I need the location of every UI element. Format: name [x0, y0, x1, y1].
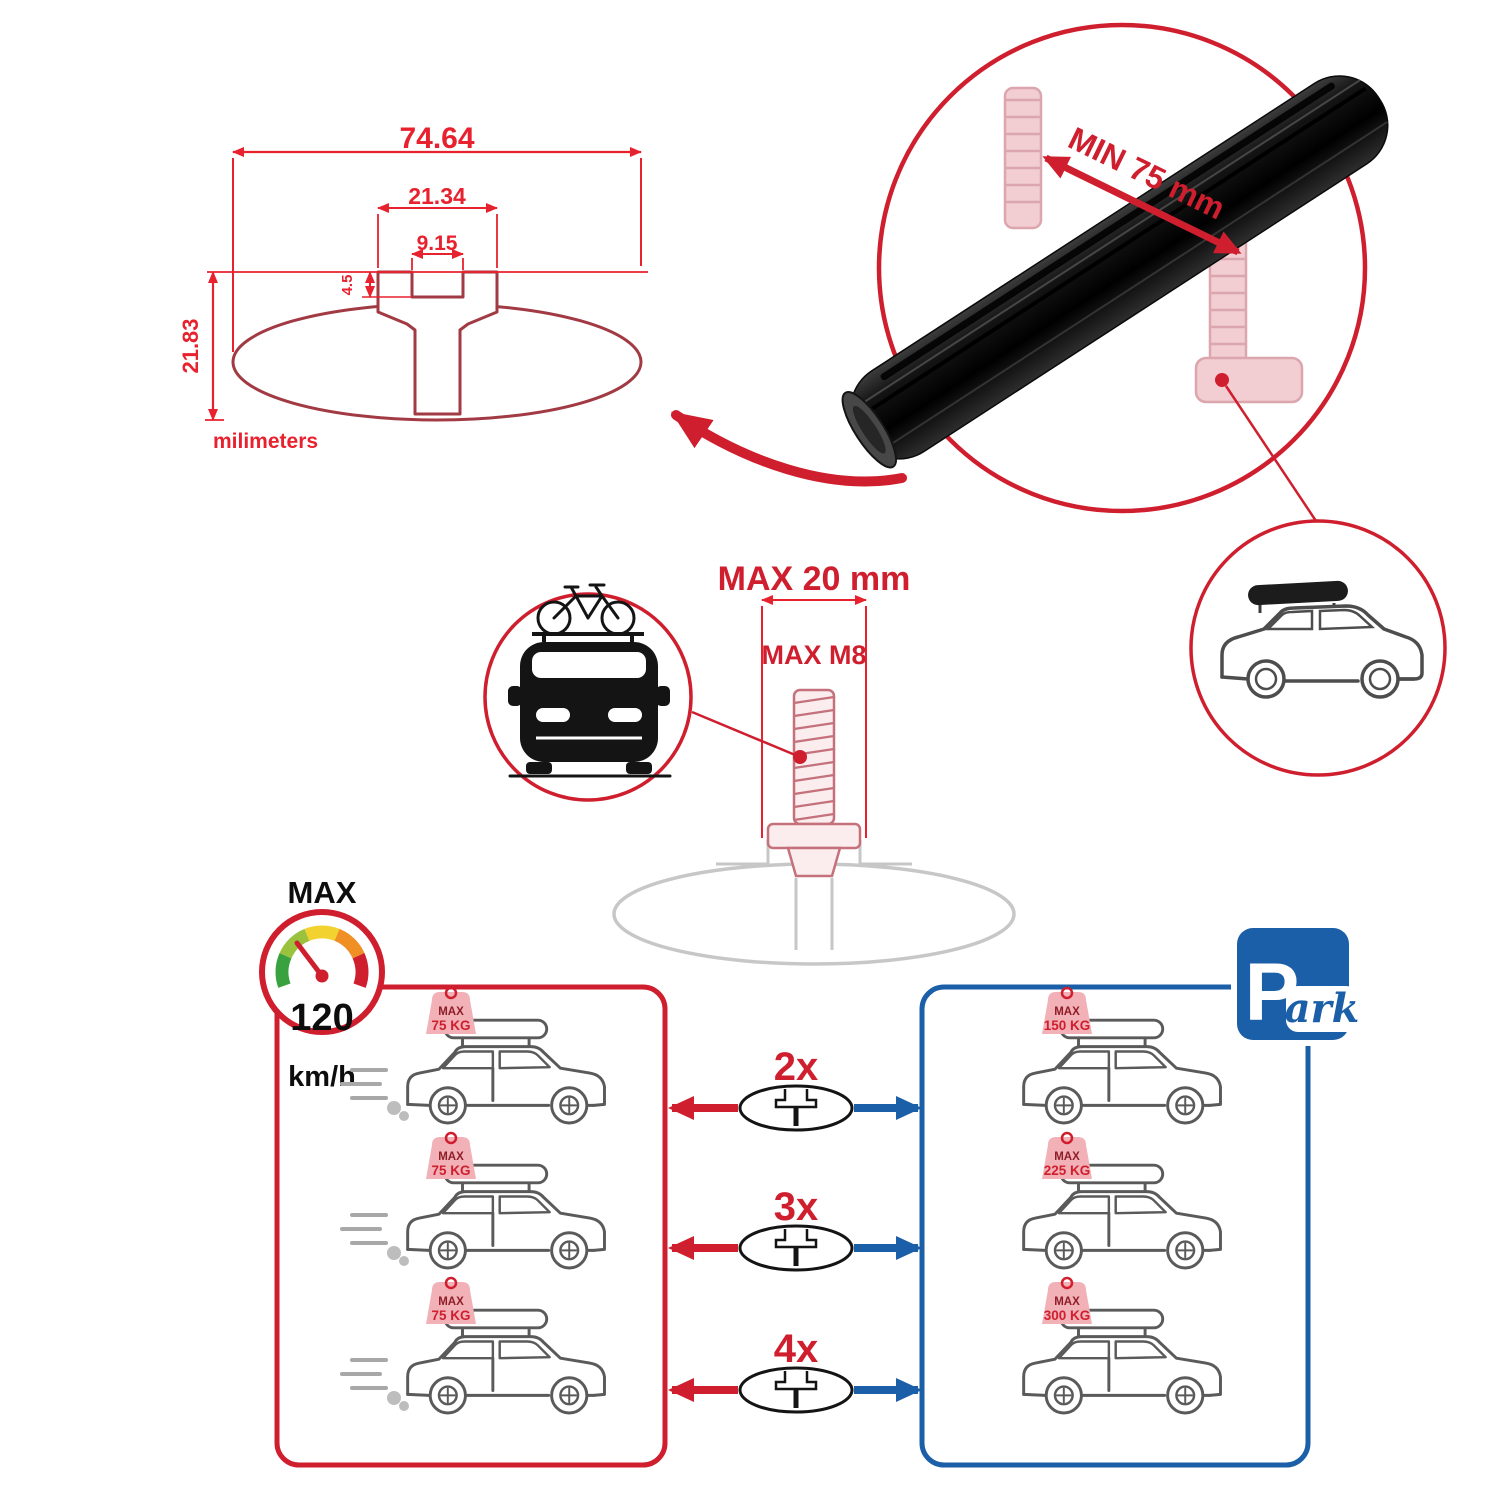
svg-text:75 KG: 75 KG	[431, 1163, 470, 1178]
gauge-hub	[315, 969, 329, 983]
bolt-spec-diagram: MAX 20 mm MAX M8	[612, 560, 1016, 966]
svg-text:MAX: MAX	[438, 1296, 464, 1308]
u-bolt-ghost	[1003, 86, 1304, 404]
driving-cars	[340, 1018, 606, 1415]
comparison-row-1: 2x	[668, 1045, 922, 1132]
gauge-arc-segments	[275, 925, 369, 988]
car-bike-circle	[483, 583, 693, 802]
speed-value: 120	[290, 997, 353, 1039]
dim-channel-width-label: 21.34	[408, 183, 466, 209]
svg-text:MAX: MAX	[438, 1006, 464, 1018]
svg-text:300 KG: 300 KG	[1044, 1308, 1091, 1323]
dim-lip-depth-label: 4.5	[339, 275, 356, 296]
roof-cargo-box	[1248, 580, 1348, 606]
driving-load-badge-3: MAX 75 KG	[426, 1276, 476, 1324]
motion-lines	[340, 1068, 388, 1390]
t-slot-nut	[766, 822, 862, 850]
speed-max-label: MAX	[288, 875, 357, 910]
svg-text:225 KG: 225 KG	[1044, 1163, 1091, 1178]
svg-text:75 KG: 75 KG	[431, 1018, 470, 1033]
svg-text:MAX: MAX	[1054, 1006, 1080, 1018]
crossbar-detail-circle: MIN 75 mm	[841, 22, 1389, 525]
svg-text:150 KG: 150 KG	[1044, 1018, 1091, 1033]
bolt-max-length-label: MAX 20 mm	[718, 560, 911, 598]
comparison-row-2: 3x	[668, 1185, 922, 1272]
svg-text:MAX: MAX	[1054, 1296, 1080, 1308]
bolt-max-thread-label: MAX M8	[761, 640, 866, 670]
parked-load-badge-1: MAX 150 KG	[1042, 986, 1092, 1034]
suv-roofbox-circle	[1189, 519, 1447, 777]
min-span-arrow	[1042, 154, 1242, 256]
comparison-row-3: 4x	[668, 1327, 922, 1414]
exhaust-puffs	[387, 1101, 409, 1411]
row1-multiplier: 2x	[774, 1045, 819, 1089]
dim-total-height-label: 21.83	[178, 318, 203, 373]
bolt-callout-line	[691, 710, 801, 759]
park-sign: P ark	[1231, 922, 1359, 1046]
driving-load-badge-2: MAX 75 KG	[426, 1131, 476, 1179]
svg-text:MAX: MAX	[1054, 1151, 1080, 1163]
car-front-illustration	[508, 583, 672, 778]
profile-t-slot	[376, 270, 499, 416]
parked-load-badge-3: MAX 300 KG	[1042, 1276, 1092, 1324]
suv-illustration	[1220, 580, 1424, 699]
park-sign-suffix: ark	[1285, 985, 1360, 1032]
bolt-illustration	[766, 688, 862, 878]
dim-slot-width-label: 9.15	[417, 232, 458, 255]
gauge-needle	[294, 940, 325, 979]
callout-line-to-suv	[1224, 385, 1320, 525]
callout-dot	[1215, 373, 1229, 387]
bike-icon	[536, 583, 636, 636]
u-bolt-bracket	[1194, 356, 1304, 404]
dim-total-width-label: 74.64	[399, 122, 474, 155]
driving-load-badge-1: MAX 75 KG	[426, 986, 476, 1034]
load-comparison: P ark MAX 120 km/h 2x	[259, 875, 1359, 1468]
svg-text:MAX: MAX	[438, 1151, 464, 1163]
svg-text:75 KG: 75 KG	[431, 1308, 470, 1323]
speed-gauge: MAX 120 km/h	[259, 875, 385, 1093]
row2-multiplier: 3x	[774, 1185, 819, 1229]
profile-dimension-diagram: 74.64 21.34 9.15 4.5 21.83 milimeters	[178, 122, 648, 453]
detail-pointer-arrow	[671, 410, 907, 487]
units-label: milimeters	[213, 430, 318, 453]
speed-units: km/h	[288, 1061, 356, 1093]
parked-load-badge-2: MAX 225 KG	[1042, 1131, 1092, 1179]
row3-multiplier: 4x	[774, 1327, 819, 1371]
